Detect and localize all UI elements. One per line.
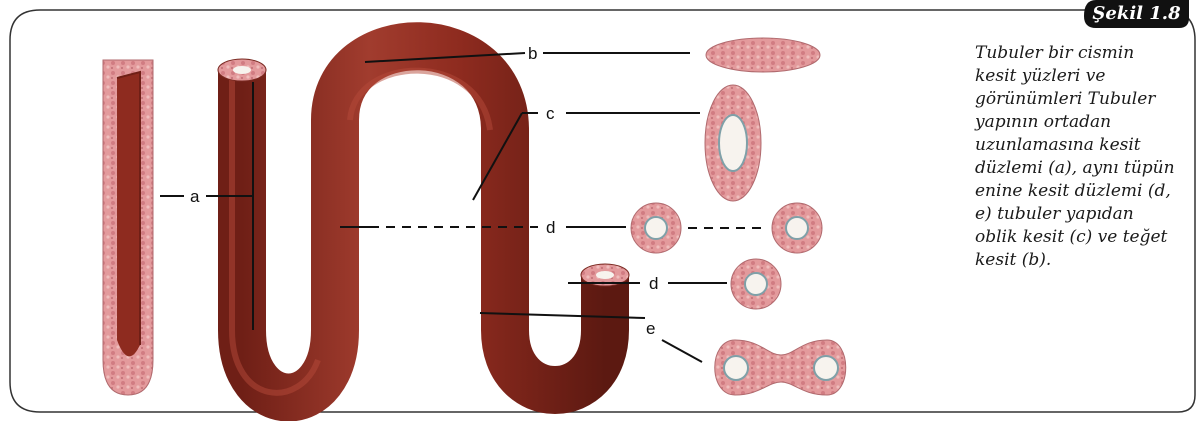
label-d-lower: d: [649, 274, 658, 293]
longitudinal-section: [103, 60, 153, 395]
figure-caption: Tubuler bir cismin kesit yüzleri ve görü…: [975, 42, 1175, 272]
label-c: c: [546, 104, 555, 123]
tangential-section-b: [706, 38, 820, 72]
leader-e-diagonal: [662, 340, 702, 362]
oblique-section-c: [705, 85, 761, 201]
label-b: b: [528, 44, 537, 63]
cross-section-e: [715, 340, 846, 395]
cross-section-d-lower: [731, 259, 781, 309]
label-a: a: [190, 187, 200, 206]
cross-section-d-left: [631, 203, 681, 253]
label-e: e: [646, 319, 655, 338]
cross-section-d-right: [772, 203, 822, 253]
label-d-upper: d: [546, 218, 555, 237]
coiled-tube: [218, 46, 629, 397]
